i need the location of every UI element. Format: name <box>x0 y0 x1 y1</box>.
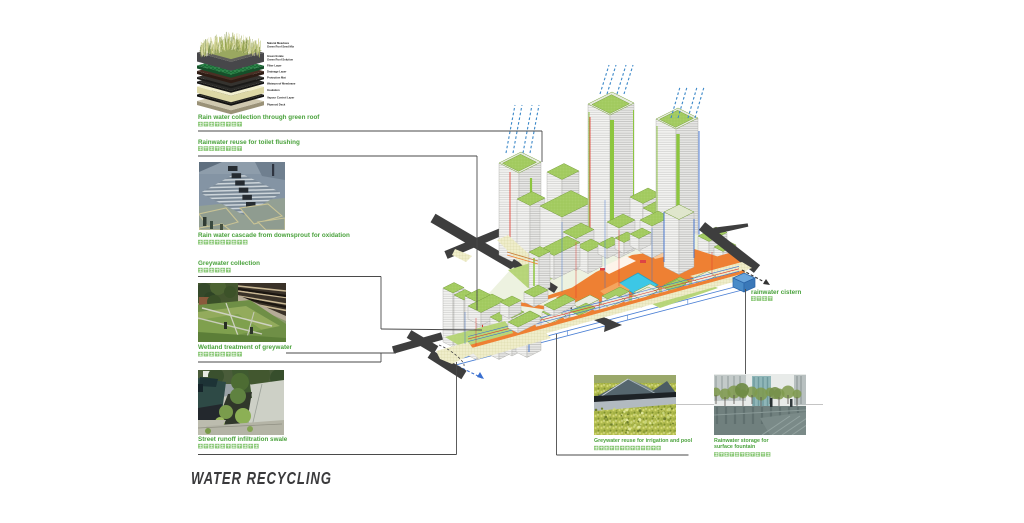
svg-text:Vapour Control Layer: Vapour Control Layer <box>267 96 294 100</box>
svg-text:Insulation: Insulation <box>267 88 280 92</box>
svg-text:Filter Layer: Filter Layer <box>267 64 282 68</box>
svg-text:Protection Mat: Protection Mat <box>267 76 286 80</box>
svg-text:Natural Meadows: Natural Meadows <box>267 41 290 45</box>
svg-text:Waterproof Membrane: Waterproof Membrane <box>267 82 296 86</box>
svg-text:Green Estate: Green Estate <box>267 54 284 58</box>
svg-text:Drainage Layer: Drainage Layer <box>267 70 286 74</box>
svg-text:Plywood Deck: Plywood Deck <box>267 103 286 107</box>
svg-text:Green Roof Solution: Green Roof Solution <box>267 58 293 62</box>
svg-text:Green Roof Seed Mix: Green Roof Seed Mix <box>267 45 295 49</box>
